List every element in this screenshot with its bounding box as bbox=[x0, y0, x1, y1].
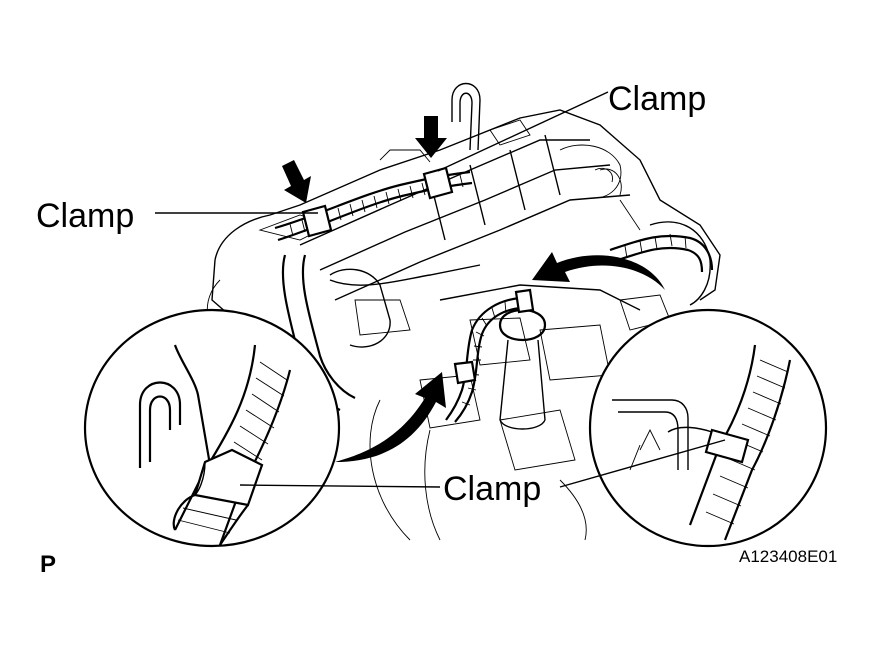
down-arrow-icon bbox=[415, 116, 447, 158]
curved-arrow-icon bbox=[335, 372, 446, 462]
leader-lines bbox=[155, 91, 726, 488]
clamp-label-top-right: Clamp bbox=[608, 80, 706, 118]
clamp-label-bottom: Clamp bbox=[443, 470, 541, 508]
figure-code: A123408E01 bbox=[739, 547, 837, 566]
down-arrow-icon bbox=[282, 160, 311, 203]
right-detail-inset bbox=[588, 308, 828, 548]
clamp-label-left: Clamp bbox=[36, 197, 134, 235]
curved-arrow-icon bbox=[532, 252, 665, 290]
corner-letter: P bbox=[40, 551, 56, 578]
left-detail-inset bbox=[83, 308, 341, 548]
